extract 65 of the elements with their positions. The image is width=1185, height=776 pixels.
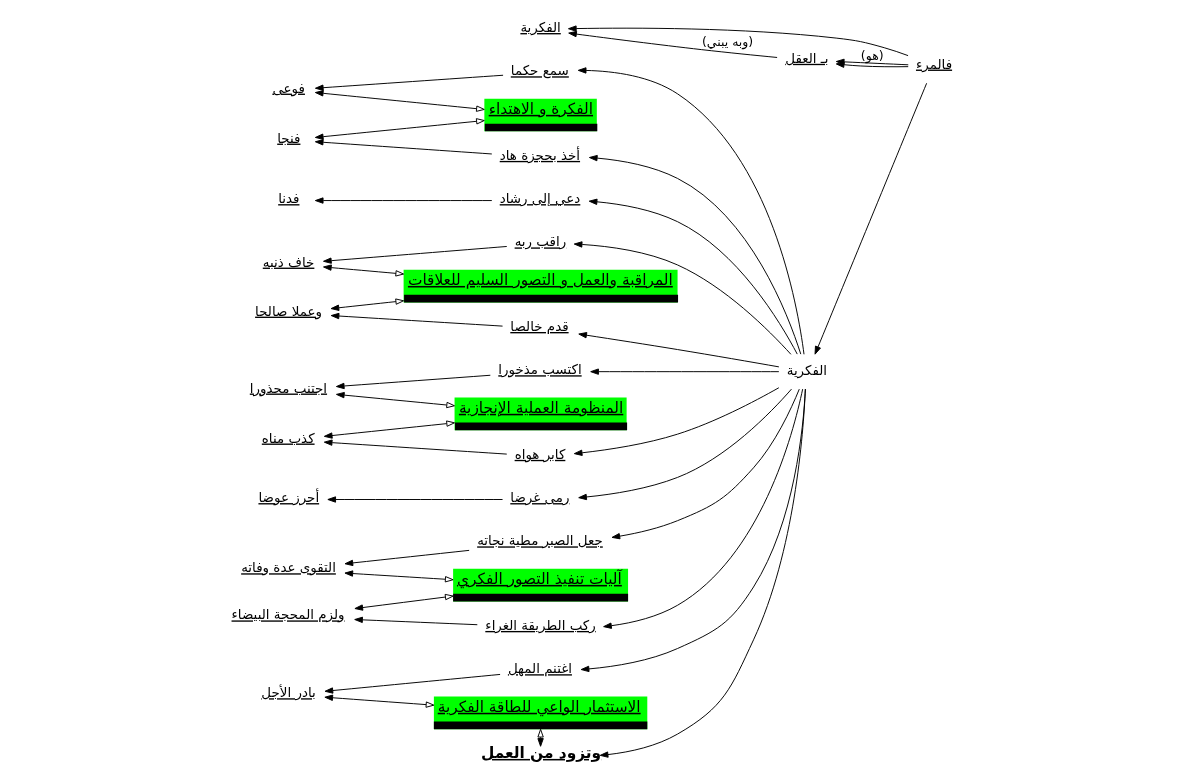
node-text: رمى غرضا [510,490,570,506]
node-text: أخذ بحجزة هاد [499,147,581,163]
arrow [573,241,792,355]
arrow [324,673,501,694]
arrow [603,388,804,629]
arrow [611,388,800,540]
node-text: اجتنب محذورا [249,380,328,396]
node-text: بـ العقل [785,50,829,66]
node-text: دعي إلى رشاد [499,191,581,207]
arrow [335,374,491,390]
arrow [323,420,455,439]
node-text: جعل الصبر مطية نجاته [477,533,603,549]
arrow [580,388,806,673]
node-text: وتزود من العمل [480,743,602,762]
arrow [323,264,405,277]
arrow [568,30,778,58]
arrow [814,82,928,355]
arrow [344,549,470,567]
arrow [314,90,485,112]
arrow [588,198,798,355]
node-text: كابر هواه [514,446,566,462]
arrow [330,298,405,311]
arrow [577,67,805,355]
arrow [314,74,504,91]
node-text: الفكرية [786,363,828,379]
node-text: خاف ذنبه [262,254,315,270]
node-text: الفكرية [520,20,561,36]
arrow [354,593,454,611]
node-text: ركب الطريقة الغراء [485,617,596,633]
node-text: قدم خالصا [510,319,569,334]
arrow [588,154,802,355]
arrow [568,25,909,57]
node-text: التقوى عدة وفاته [241,560,336,576]
arrow [314,197,493,204]
node-text: فوعى [272,80,305,96]
arrow [573,387,780,456]
node-text: فنجا [277,130,301,146]
arrow [323,246,508,264]
edge-label: (هو) [860,47,884,63]
node-text: أحرز عوضا [258,490,320,506]
arrow [354,616,478,626]
arrow [578,332,780,368]
node-text: وعملا صالحا [255,303,323,319]
node-text: كذب مناه [261,430,315,446]
node-text: اغتنم المهل [507,661,572,677]
arrow [323,439,508,455]
node-text: راقب ربه [514,234,567,250]
node-text: اكتسب مذخورا [498,362,582,378]
node-text: فالمرء [915,56,953,72]
arrow [330,312,504,327]
arrow [314,139,493,155]
arrow [599,388,806,758]
node-text: بادر الأجل [261,685,316,701]
arrow [324,694,435,708]
arrow [314,118,485,140]
arrow [335,391,455,409]
node-text: سمع حكما [510,63,569,79]
arrow [344,570,454,583]
edge-label: (وبه يبني) [701,34,754,50]
arrow [327,496,504,503]
node-text: فدنا [278,191,300,207]
arrow [835,61,909,68]
arrow [590,368,780,375]
arrow [578,388,792,501]
node-text: ولزم المحجة البيضاء [231,607,345,623]
